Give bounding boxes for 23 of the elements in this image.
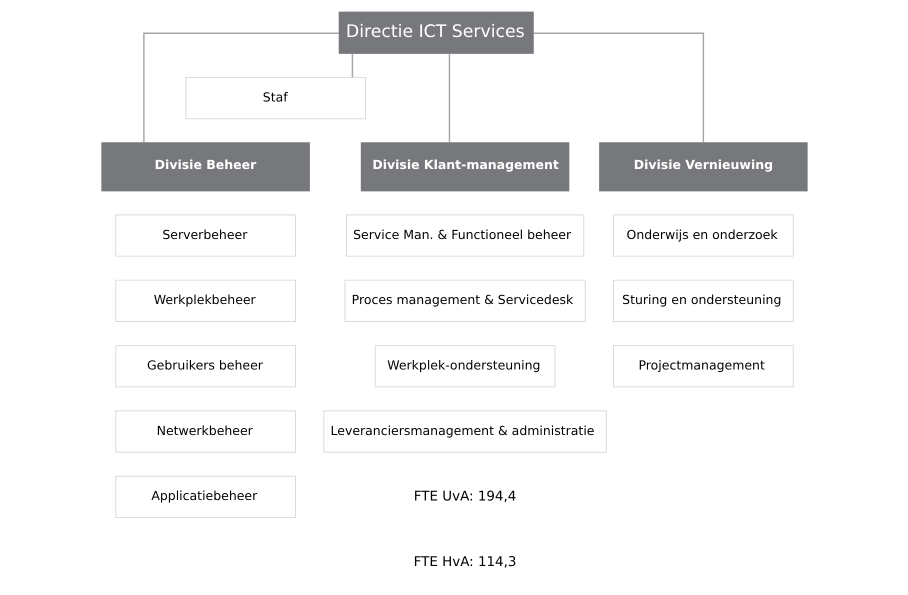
label: FTE UvA: 194,4 — [413, 489, 516, 504]
node-box: Proces management & Servicedesk — [344, 280, 586, 322]
node-box: Applicatiebeheer — [114, 476, 296, 518]
node-box: Sturing en ondersteuning — [612, 280, 794, 322]
node-box: Werkplek-ondersteuning — [374, 345, 555, 388]
node-box: Staf — [184, 76, 366, 120]
node-box: Onderwijs en onderzoek — [612, 214, 794, 257]
node-box: Divisie Vernieuwing — [598, 142, 808, 192]
node-box: Serverbeheer — [114, 214, 296, 257]
node-box: Divisie Beheer — [100, 142, 310, 192]
node-box: Service Man. & Functioneel beheer — [345, 214, 584, 257]
node-box: Projectmanagement — [612, 345, 794, 388]
label: FTE HvA: 114,3 — [413, 554, 516, 570]
connector — [448, 54, 450, 142]
node-box: Gebruikers beheer — [114, 345, 296, 388]
node-box: Leveranciersmanagement & administratie — [322, 410, 606, 453]
connector — [532, 32, 704, 143]
connector — [142, 32, 338, 143]
node-box: Werkplekbeheer — [114, 280, 296, 322]
node-box: Directie ICT Services — [338, 12, 534, 54]
node-box: Divisie Klant-management — [360, 142, 569, 192]
connector — [351, 53, 353, 78]
node-box: Netwerkbeheer — [114, 410, 296, 453]
